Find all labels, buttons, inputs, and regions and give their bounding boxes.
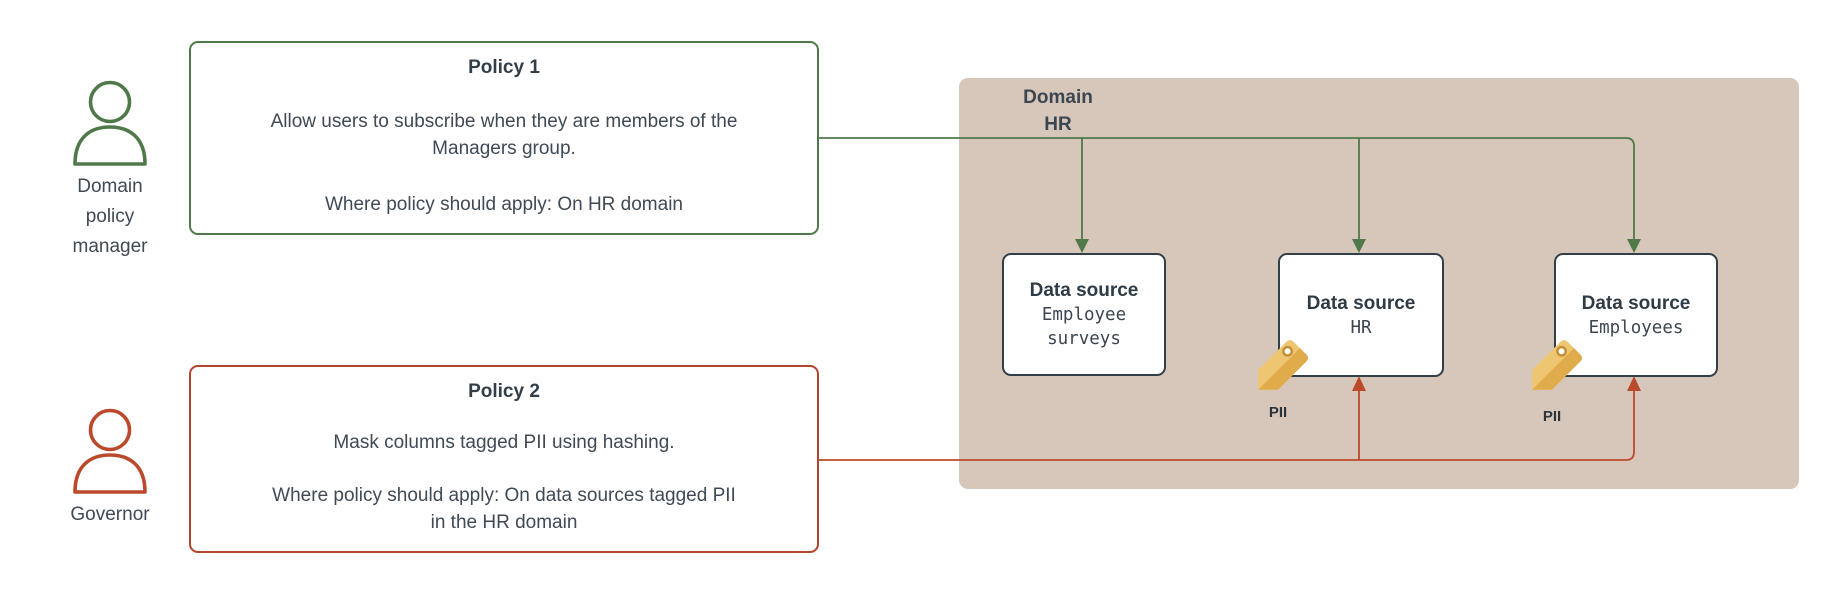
domain-label-line2: HR [1044, 114, 1072, 135]
actor-label-line1: Governor [70, 504, 150, 525]
policy1-body-line1: Allow users to subscribe when they are m… [270, 111, 738, 132]
data-source-name-line1: HR [1350, 317, 1372, 338]
data-source-name-line1: Employee [1041, 305, 1127, 325]
actor-label: Governor [40, 500, 180, 530]
policy2-body-line1: Mask columns tagged PII using hashing. [333, 432, 675, 453]
policy2-where-line2: in the HR domain [430, 512, 578, 533]
person-icon [73, 408, 147, 494]
actor-label-line2: policy [85, 206, 135, 227]
domain-label-line1: Domain [1023, 87, 1093, 108]
person-icon [73, 80, 147, 166]
pii-label-hr: PII [1268, 404, 1288, 421]
policy2-card: Policy 2 Mask columns tagged PII using h… [189, 365, 819, 553]
actor-domain-policy-manager: Domain policy manager [40, 76, 180, 262]
data-source-name-line2: surveys [1047, 329, 1121, 349]
domain-label: Domain HR [983, 84, 1133, 138]
actor-label-line1: Domain [77, 176, 143, 197]
pii-label-employees: PII [1542, 408, 1562, 425]
policy1-title: Policy 1 [468, 57, 540, 78]
actor-label-line3: manager [72, 236, 148, 257]
actor-governor: Governor [40, 404, 180, 530]
data-source-title: Data source [1581, 292, 1691, 314]
pii-tag-icon-employees [1532, 339, 1583, 390]
policy1-body-line2: Managers group. [432, 138, 576, 159]
policy2-where: Where policy should apply: On data sourc… [272, 482, 736, 536]
actor-label: Domain policy manager [40, 172, 180, 262]
policy1-where: Where policy should apply: On HR domain [325, 191, 683, 218]
data-source-name-line1: Employees [1588, 317, 1684, 338]
policy2-title: Policy 2 [468, 381, 540, 402]
data-source-title: Data source [1029, 280, 1139, 301]
policy2-where-line1: Where policy should apply: On data sourc… [272, 485, 736, 506]
policy2-body: Mask columns tagged PII using hashing. [333, 429, 674, 456]
policy1-where-line1: Where policy should apply: On HR domain [324, 194, 683, 215]
data-source-employee-surveys: Data source Employee surveys [1002, 253, 1166, 376]
policy1-body: Allow users to subscribe when they are m… [271, 108, 738, 162]
policy1-card: Policy 1 Allow users to subscribe when t… [189, 41, 819, 235]
data-source-title: Data source [1306, 292, 1416, 314]
pii-tag-icon-hr [1258, 339, 1309, 390]
